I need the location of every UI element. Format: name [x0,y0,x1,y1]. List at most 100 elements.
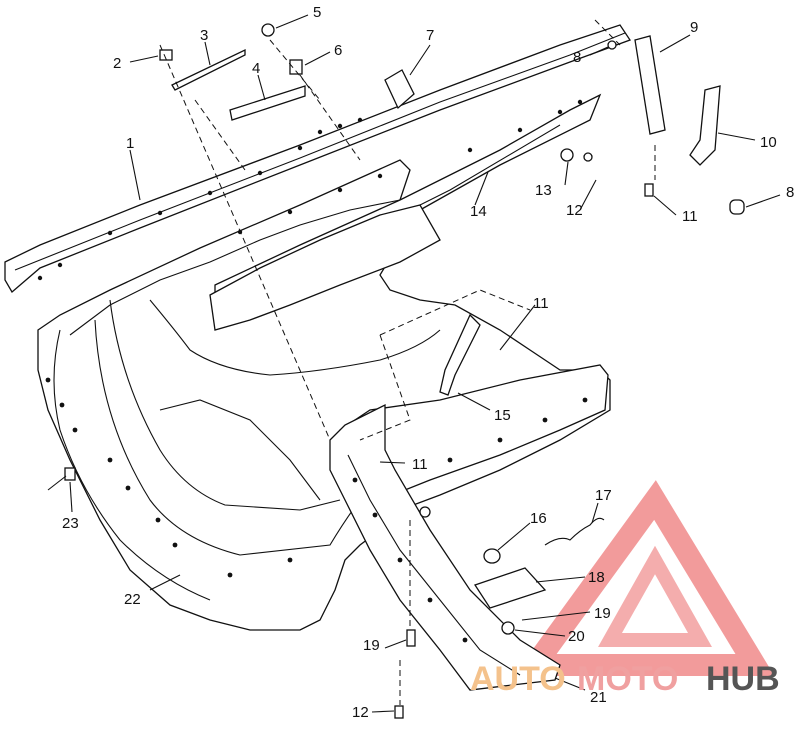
assembly-line [379,289,531,336]
hole [337,123,343,129]
part-23-screw [64,467,76,481]
callout-1: 1 [126,135,134,152]
callout-16: 16 [530,510,547,527]
hood-cavity-wall [109,299,341,511]
hole [497,437,503,443]
hole [57,262,63,268]
part-8-cap-top [607,40,617,50]
hole [287,209,293,215]
part-4-strip [229,85,306,121]
leader-2 [129,55,159,63]
callout-13: 13 [535,182,552,199]
leader-4 [257,74,266,101]
part-15-bracket [439,313,481,396]
hole [467,147,473,153]
leader-13 [564,161,569,186]
hole [462,637,468,643]
callout-8-top: 8 [573,49,581,66]
part-7-connector [384,69,415,110]
leader-18 [535,576,586,583]
watermark-triangle-inner [598,545,712,647]
part-2-clip [159,49,173,61]
leader-lines [47,14,781,713]
leader-1 [129,149,141,201]
leader-23 [69,481,73,513]
hole [257,170,263,176]
callout-2: 2 [113,55,121,72]
assembly-line [159,44,331,441]
hole [72,427,78,433]
callout-3: 3 [200,27,208,44]
callout-19-right: 19 [594,605,611,622]
watermark-text-hub: HUB [706,660,780,698]
mounting-holes [37,99,588,643]
part-16-grommet [483,548,501,564]
hole [517,127,523,133]
callout-17: 17 [595,487,612,504]
hood-inner-rim [69,199,401,336]
hole [352,477,358,483]
leader-7 [409,44,431,76]
leader-12b [371,710,395,713]
hood-cavity-floor [159,399,321,501]
part-20-latch [501,621,515,635]
small-parts [64,23,745,719]
callout-15: 15 [494,407,511,424]
assembly-line [594,19,621,46]
hole [287,557,293,563]
callout-20: 20 [568,628,585,645]
leader-23-stub [47,475,67,491]
leader-19a [521,611,591,621]
part-3-rod [171,48,246,91]
top-rail-edge [14,32,626,271]
callout-7: 7 [426,27,434,44]
leader-9 [659,34,691,53]
watermark-text-moto: MOTO [577,660,678,698]
callout-23: 23 [62,515,79,532]
hole [447,457,453,463]
assembly-line [194,99,246,171]
callout-5: 5 [313,4,321,21]
right-side-panel [329,403,561,691]
callout-18: 18 [588,569,605,586]
inner-brace-body [209,204,441,331]
hole [357,117,363,123]
hole [45,377,51,383]
assembly-line [299,74,361,161]
right-side-panel-inner [347,454,521,676]
part-11-screw [644,183,654,197]
callout-19-left: 19 [363,637,380,654]
leader-19b [384,639,407,649]
callout-10: 10 [760,134,777,151]
callout-11-right: 11 [682,208,698,225]
part-19-bolt-left [406,629,416,647]
part-10-lever [689,85,721,166]
leader-11a [653,195,677,216]
callout-8-right: 8 [786,184,794,201]
hole [582,397,588,403]
callout-14: 14 [470,203,487,220]
callout-21: 21 [590,689,607,706]
leader-21 [554,677,586,691]
watermark-logo [513,480,775,676]
callout-11-center: 11 [533,295,549,312]
leader-11b [499,304,536,351]
hole [125,485,131,491]
leader-3 [204,41,211,66]
hole [107,230,113,236]
hole [317,129,323,135]
part-18-hinge-plate [473,567,547,609]
hood-outer-shell [37,159,611,631]
leader-14 [474,171,489,206]
leader-17 [591,502,599,524]
part-5-knob [261,23,275,37]
hole [542,417,548,423]
leader-8b [745,194,781,208]
part-13-nut [560,148,574,162]
part-17-spring [544,517,605,546]
part-8-cap-right [729,199,745,215]
assembly-line [269,39,321,101]
callout-12-bottom: 12 [352,704,369,721]
